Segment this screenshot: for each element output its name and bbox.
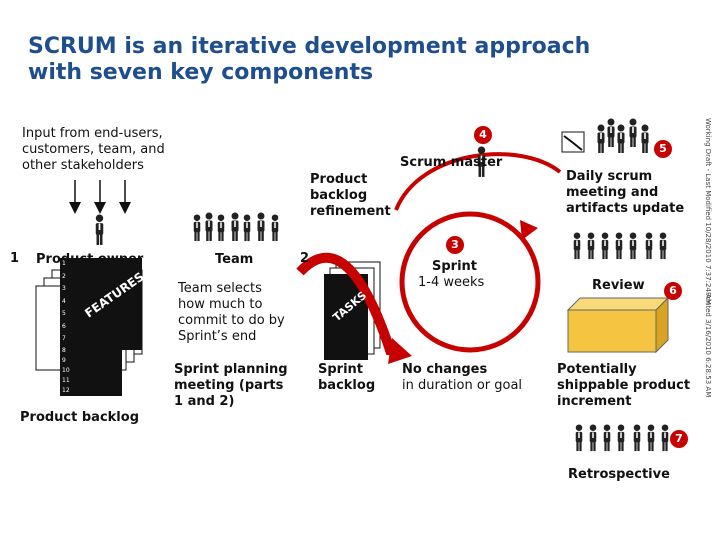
sprint-backlog-line: backlog — [318, 378, 376, 393]
title-line-1: SCRUM is an iterative development approa… — [28, 34, 591, 59]
sprint-planning-line: 1 and 2) — [174, 394, 235, 409]
printed-note: Printed 3/16/2010 6:28:53 AM — [704, 292, 712, 398]
review-people-icon — [573, 232, 667, 260]
team-people-icon — [193, 212, 279, 242]
product-owner-label: Product owner — [36, 252, 144, 267]
retrospective-people-icon — [575, 424, 669, 452]
refinement-line: backlog — [310, 188, 368, 203]
refinement-line: Product — [310, 172, 368, 187]
sprint-planning-line: meeting (parts — [174, 378, 284, 393]
daily-scrum-people-icon — [597, 118, 649, 153]
daily-scrum-line: Daily scrum — [566, 169, 653, 184]
sprint-number: 3 — [446, 236, 464, 254]
sprint-planning-line: Sprint planning — [174, 362, 288, 377]
backlog-row: 10 — [62, 367, 70, 374]
daily-scrum-line: meeting and — [566, 185, 659, 200]
backlog-row: 9 — [62, 357, 66, 364]
input-line-3: other stakeholders — [22, 158, 144, 173]
retrospective-label: Retrospective — [568, 467, 670, 482]
backlog-row: 7 — [62, 335, 66, 342]
product-owner-person-icon — [95, 214, 104, 245]
increment-line: shippable product — [557, 378, 691, 393]
product-backlog-label: Product backlog — [20, 410, 139, 425]
team-selects-line: Sprint’s end — [178, 329, 257, 344]
page-title: SCRUM is an iterative development approa… — [28, 34, 668, 86]
title-line-2: with seven key components — [28, 60, 374, 85]
increment-line: increment — [557, 394, 632, 409]
backlog-row: 1 — [62, 260, 66, 267]
sprint-backlog-line: Sprint — [318, 362, 364, 377]
sprint-entry-arrowhead — [388, 338, 412, 364]
product-backlog-list — [60, 258, 142, 396]
backlog-rows-top: 1 2 3 4 5 6 7 — [62, 258, 88, 346]
team-selects-line: commit to do by — [178, 313, 285, 328]
review-label: Review — [592, 278, 645, 293]
increment-line: Potentially — [557, 362, 637, 377]
input-text: Input from end-users, customers, team, a… — [22, 126, 165, 174]
sprint-label: Sprint — [432, 259, 478, 274]
backlog-row: 3 — [62, 285, 66, 292]
no-changes-text: No changes in duration or goal — [402, 362, 522, 394]
review-number: 6 — [664, 282, 682, 300]
product-owner-number: 1 — [10, 251, 20, 266]
retrospective-number: 7 — [670, 430, 688, 448]
burndown-chart-icon — [561, 131, 585, 153]
scrum-master-number: 4 — [474, 126, 492, 144]
daily-scrum-line: artifacts update — [566, 201, 685, 216]
backlog-row: 2 — [62, 272, 66, 280]
backlog-row: 6 — [62, 322, 66, 330]
backlog-row: 12 — [62, 387, 70, 394]
refinement-label: Product backlog refinement — [310, 172, 391, 220]
no-changes-line: in duration or goal — [402, 378, 523, 393]
sprint-backlog-label: Sprint backlog — [318, 362, 375, 394]
sprint-planning-label: Sprint planning meeting (parts 1 and 2) — [174, 362, 288, 410]
team-number: 2 — [300, 251, 310, 266]
backlog-row: 4 — [62, 297, 66, 305]
daily-scrum-label: Daily scrum meeting and artifacts update — [566, 169, 684, 217]
daily-scrum-number: 5 — [654, 140, 672, 158]
backlog-row: 5 — [62, 310, 66, 317]
team-label: Team — [215, 252, 254, 267]
refinement-arc — [394, 152, 562, 211]
team-selects-line: how much to — [178, 297, 263, 312]
team-selects-line: Team selects — [178, 281, 262, 296]
sprint-cycle-arrowhead — [520, 220, 538, 240]
sprint-duration: 1-4 weeks — [418, 275, 485, 290]
input-line-2: customers, team, and — [22, 142, 165, 157]
working-draft-note: Working Draft - Last Modified 10/28/2010… — [704, 118, 712, 305]
input-line-1: Input from end-users, — [22, 126, 163, 141]
increment-box-icon — [566, 296, 670, 354]
increment-label: Potentially shippable product increment — [557, 362, 690, 410]
backlog-row: 11 — [62, 377, 70, 384]
no-changes-line: No changes — [402, 362, 488, 377]
sprint-entry-arrow — [296, 252, 400, 355]
team-selects-text: Team selects how much to commit to do by… — [178, 281, 285, 345]
backlog-row: 8 — [62, 347, 66, 354]
sprint-cycle-circle — [399, 211, 541, 353]
refinement-line: refinement — [310, 204, 391, 219]
backlog-rows-bottom: 8 9 10 11 12 — [62, 346, 88, 396]
scrum-master-label: Scrum master — [400, 155, 503, 170]
